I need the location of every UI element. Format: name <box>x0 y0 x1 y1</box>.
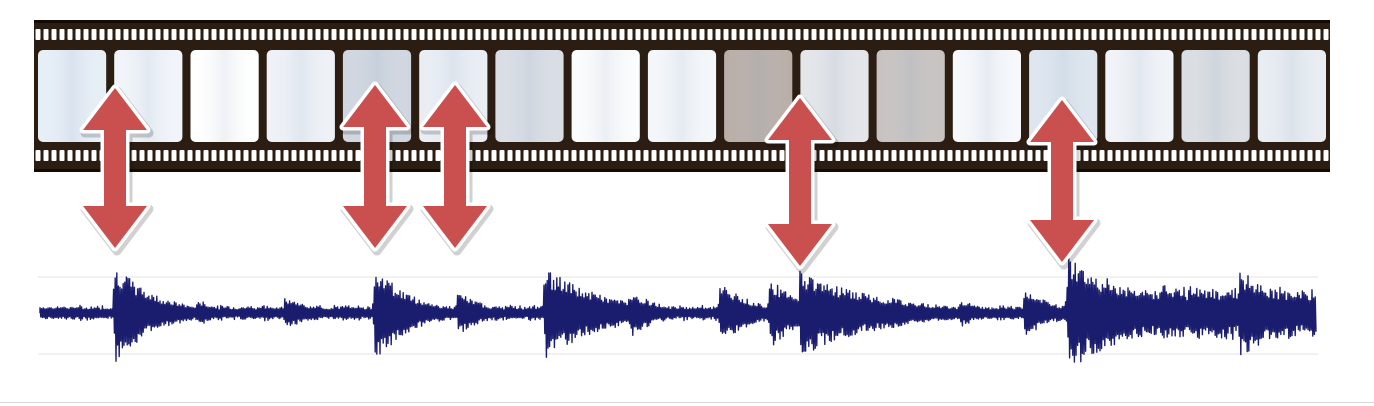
audio-waveform <box>39 256 1317 363</box>
film-strip <box>34 0 1330 406</box>
sync-arrow <box>764 94 836 270</box>
waveform-guides <box>38 276 1318 355</box>
sync-arrow <box>79 84 151 252</box>
bottom-divider <box>0 402 1374 403</box>
sync-arrows <box>79 81 1101 274</box>
sync-arrow <box>419 81 491 252</box>
sync-arrow <box>1026 96 1098 266</box>
sync-arrow <box>339 81 411 252</box>
sprocket-holes <box>34 0 1330 406</box>
